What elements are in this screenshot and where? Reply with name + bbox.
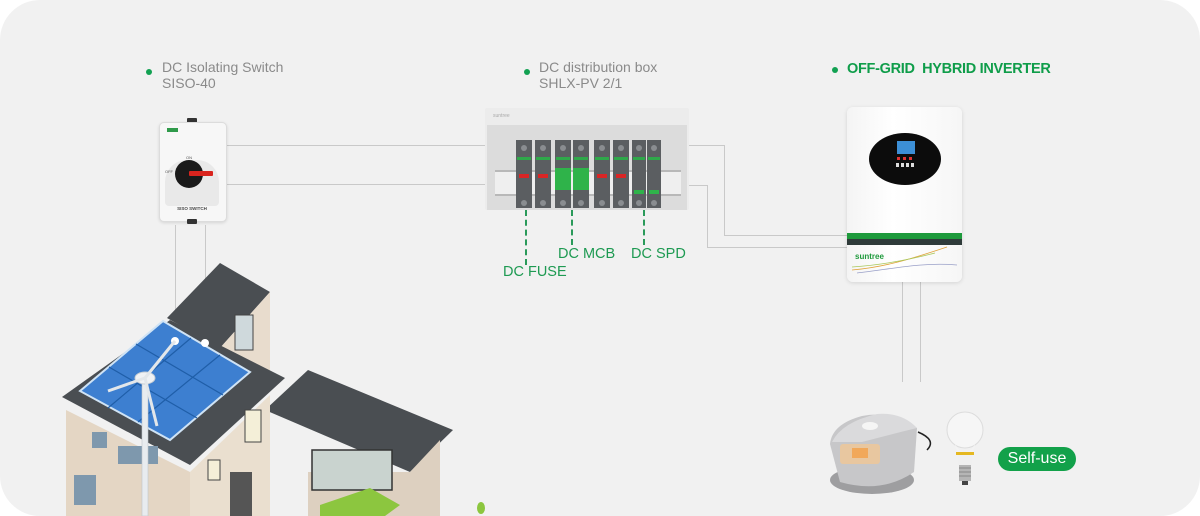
distribution-box-model: SHLX-PV 2/1 — [539, 75, 623, 91]
mount-tab-bottom — [187, 219, 197, 224]
light-bulb-icon — [946, 411, 984, 485]
breaker-module-mcb — [573, 140, 589, 208]
breaker-module-spd — [632, 140, 646, 208]
terminal-screw-icon — [599, 200, 605, 206]
bullet-icon — [524, 69, 530, 75]
breaker-modules — [516, 140, 661, 208]
mcb-leader-line — [571, 210, 573, 245]
fuse-leader-line — [525, 210, 527, 265]
terminal-screw-icon — [578, 200, 584, 206]
switch-caption: SISO SWITCH — [177, 206, 207, 211]
lcd-screen-icon — [897, 141, 915, 154]
inverter-device: suntree — [847, 107, 962, 282]
terminal-screw-icon — [560, 145, 566, 151]
decor-swoosh-icon — [851, 246, 958, 274]
isolating-switch-model: SISO-40 — [162, 75, 216, 91]
wire-inverter-to-load-right — [920, 282, 921, 382]
breaker-module-fuse — [613, 140, 629, 208]
inverter-title: OFF-GRID HYBRID INVERTER — [847, 61, 1051, 77]
terminal-screw-icon — [540, 200, 546, 206]
distribution-box-device: suntree — [485, 108, 689, 210]
inverter-brand: suntree — [855, 252, 884, 261]
distribution-box-name: DC distribution box — [539, 59, 658, 75]
off-label: OFF — [165, 169, 173, 174]
terminal-screw-icon — [560, 200, 566, 206]
isolating-switch-label: DC Isolating Switch SISO-40 — [162, 59, 283, 91]
breaker-module-mcb — [555, 140, 571, 208]
wire-switch-to-box-top — [224, 145, 486, 146]
wire-switch-to-box-bottom — [224, 184, 486, 185]
isolating-switch-name: DC Isolating Switch — [162, 59, 284, 75]
control-buttons-icon — [897, 157, 915, 160]
on-label: ON — [186, 155, 192, 160]
knob-handle — [189, 171, 213, 176]
bullet-icon — [832, 67, 838, 73]
rice-cooker-icon — [830, 413, 932, 494]
terminal-screw-icon — [636, 200, 642, 206]
terminal-screw-icon — [636, 145, 642, 151]
breaker-module-fuse — [516, 140, 532, 208]
terminal-screw-icon — [521, 200, 527, 206]
terminal-screw-icon — [521, 145, 527, 151]
terminal-screw-icon — [618, 200, 624, 206]
terminal-screw-icon — [651, 200, 657, 206]
breaker-module-fuse — [594, 140, 610, 208]
wire-box-to-inverter-b-h1 — [688, 185, 707, 186]
spd-leader-line — [643, 210, 645, 245]
box-brand: suntree — [493, 113, 510, 119]
terminal-screw-icon — [578, 145, 584, 151]
terminal-screw-icon — [618, 145, 624, 151]
inverter-green-stripe — [847, 233, 962, 239]
self-use-badge: Self-use — [998, 447, 1076, 471]
house-illustration — [62, 263, 485, 516]
wire-box-to-inverter-a-v — [724, 145, 725, 235]
dc-mcb-label: DC MCB — [558, 246, 616, 262]
terminal-screw-icon — [651, 145, 657, 151]
breaker-module-fuse — [535, 140, 551, 208]
wire-box-to-inverter-a-h2 — [724, 235, 848, 236]
distribution-box-label: DC distribution box SHLX-PV 2/1 — [539, 59, 657, 91]
dc-spd-label: DC SPD — [631, 246, 686, 262]
bullet-icon — [146, 69, 152, 75]
terminal-screw-icon — [599, 145, 605, 151]
wire-switch-to-panel-left — [175, 225, 176, 340]
wire-box-to-inverter-b-h2 — [707, 247, 848, 248]
mount-tab-top — [187, 118, 197, 123]
wire-inverter-to-load-left — [902, 282, 903, 382]
dc-fuse-label: DC FUSE — [503, 264, 567, 280]
wire-box-to-inverter-b-v — [707, 185, 708, 247]
terminal-screw-icon — [540, 145, 546, 151]
breaker-module-spd — [647, 140, 661, 208]
isolating-switch-device: SISO SWITCH OFF ON — [159, 118, 227, 224]
switch-logo — [167, 128, 178, 132]
wire-box-to-inverter-a-h1 — [688, 145, 724, 146]
